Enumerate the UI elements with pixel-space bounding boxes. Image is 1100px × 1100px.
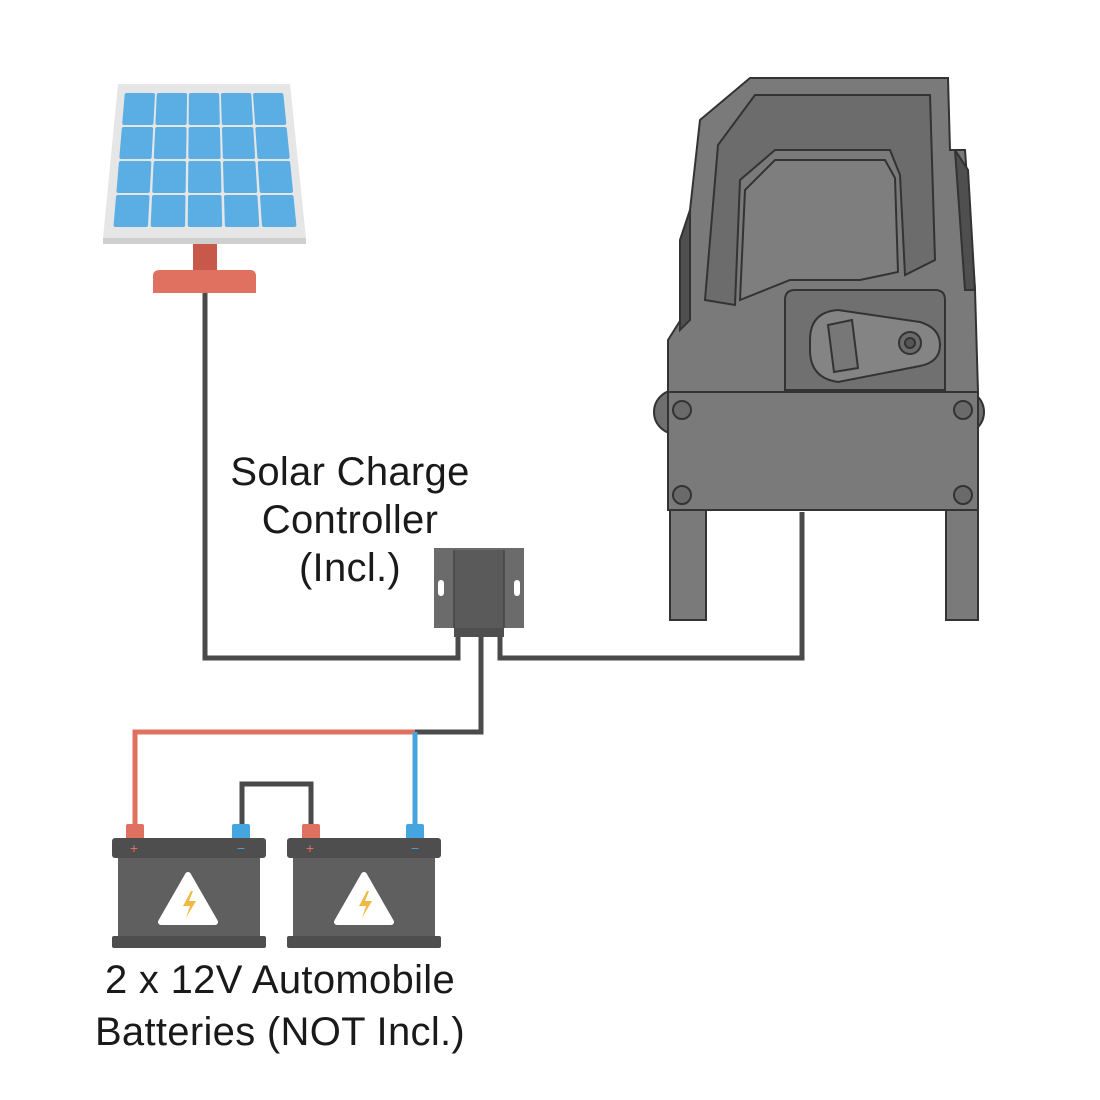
solar-cell — [224, 195, 260, 227]
wire-positive — [132, 729, 415, 826]
wires — [132, 290, 805, 826]
battery-left-negative-mark: − — [237, 840, 245, 856]
solar-cell — [187, 195, 223, 227]
solar-panel-icon — [103, 84, 306, 293]
battery-right: + − — [287, 824, 441, 948]
charge-controller-label-line2: Controller — [261, 498, 439, 542]
solar-cell — [155, 93, 188, 125]
charge-controller-label-line1: Solar Charge — [230, 450, 470, 494]
solar-cell — [221, 127, 256, 159]
charge-controller-label: Solar Charge Controller (Incl.) — [200, 448, 500, 592]
solar-cell — [122, 93, 155, 125]
wire-solar-to-controller — [202, 290, 461, 661]
battery-icon: + − — [287, 824, 441, 948]
solar-cell — [253, 93, 287, 125]
wire-controller-to-opener — [497, 512, 805, 661]
batteries-label-line2: Batteries (NOT Incl.) — [94, 1010, 466, 1054]
charge-controller-icon — [434, 548, 524, 637]
charge-controller-label-line3: (Incl.) — [298, 546, 402, 590]
solar-cell — [153, 127, 187, 159]
batteries-label: 2 x 12V Automobile Batteries (NOT Incl.) — [40, 954, 520, 1058]
solar-cell — [152, 161, 187, 193]
wire-controller-to-batteries — [415, 636, 484, 735]
solar-cell — [119, 127, 154, 159]
wire-series-link — [239, 781, 314, 826]
solar-cell — [188, 161, 222, 193]
solar-cell — [260, 195, 297, 227]
battery-left: + − — [112, 824, 266, 948]
batteries-label-line1: 2 x 12V Automobile — [104, 958, 456, 1002]
solar-cells — [113, 93, 297, 227]
battery-right-negative-mark: − — [411, 840, 419, 856]
solar-cell — [116, 161, 152, 193]
battery-left-positive-mark: + — [130, 840, 138, 856]
solar-cell — [255, 127, 290, 159]
high-voltage-warning-icon — [334, 872, 394, 925]
solar-cell — [150, 195, 186, 227]
solar-cell — [223, 161, 258, 193]
solar-cell — [188, 127, 221, 159]
solar-cell — [188, 93, 220, 125]
battery-icon: + − — [112, 824, 266, 948]
solar-cell — [257, 161, 293, 193]
high-voltage-warning-icon — [158, 872, 218, 925]
gate-opener-icon — [653, 77, 985, 621]
solar-cell — [220, 93, 254, 125]
solar-cell — [113, 195, 150, 227]
battery-right-positive-mark: + — [306, 840, 314, 856]
